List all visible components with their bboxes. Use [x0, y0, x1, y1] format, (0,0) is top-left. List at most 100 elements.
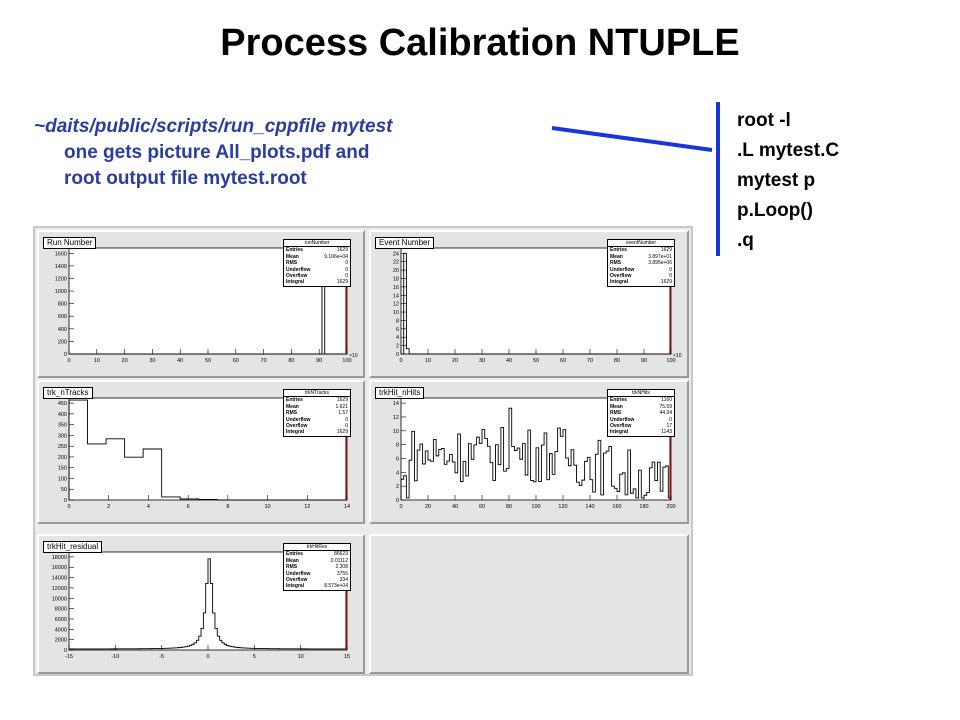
- x-tick-label: -10: [111, 654, 119, 660]
- stats-value: 1143: [661, 429, 672, 436]
- stats-histogram-name: runNumber: [284, 240, 350, 248]
- stats-label: RMS: [610, 260, 622, 267]
- x-tick-label: 30: [149, 358, 155, 364]
- stats-label: Overflow: [610, 423, 632, 430]
- x-tick-label: 10: [298, 654, 304, 660]
- stats-label: Mean: [286, 557, 299, 564]
- arrow-shaft: [551, 126, 713, 152]
- y-tick-label: 1000: [55, 289, 67, 295]
- y-tick-label: 22: [393, 260, 399, 266]
- x-tick-label: -15: [65, 654, 73, 660]
- stats-value: 75.59: [659, 403, 672, 410]
- plot-title: trkHit_residual: [43, 541, 103, 553]
- stats-label: Mean: [286, 253, 299, 260]
- x-tick-label: 60: [479, 504, 485, 510]
- stats-value: 1629: [336, 279, 348, 286]
- stats-label: Overflow: [286, 577, 308, 584]
- stats-row: Overflow 17: [608, 423, 674, 429]
- stats-value: 17: [666, 423, 672, 430]
- stats-label: Mean: [286, 403, 299, 410]
- x-axis-exponent: ×10: [673, 353, 682, 359]
- y-tick-label: 4: [396, 470, 399, 476]
- stats-label: Entries: [286, 397, 303, 404]
- y-tick-label: 20: [393, 268, 399, 274]
- x-tick-label: 0: [67, 358, 70, 364]
- y-tick-label: 300: [58, 433, 67, 439]
- stats-label: Underflow: [286, 570, 311, 577]
- stats-label: Entries: [610, 247, 627, 254]
- y-tick-label: 2: [396, 484, 399, 490]
- x-tick-label: -5: [159, 654, 164, 660]
- x-tick-label: 5: [253, 654, 256, 660]
- stats-value: 0: [345, 260, 348, 267]
- command-description-1: one gets picture All_plots.pdf and: [64, 142, 370, 163]
- stats-histogram-name: trkHitRes: [284, 544, 350, 552]
- y-tick-label: 8000: [55, 607, 67, 613]
- y-tick-label: 4: [396, 335, 399, 341]
- stats-label: Overflow: [610, 273, 632, 280]
- stats-label: RMS: [610, 410, 622, 417]
- y-tick-label: 350: [58, 423, 67, 429]
- x-tick-label: 100: [342, 358, 351, 364]
- y-tick-label: 400: [58, 327, 67, 333]
- y-tick-label: 1400: [55, 264, 67, 270]
- y-tick-label: 0: [64, 648, 67, 654]
- stats-value: 86623: [334, 551, 348, 558]
- x-tick-label: 80: [506, 504, 512, 510]
- command-description-2: root output file mytest.root: [64, 168, 307, 189]
- stats-label: RMS: [286, 260, 298, 267]
- root-cmd-4: p.Loop(): [737, 200, 813, 221]
- y-tick-label: 0: [64, 498, 67, 504]
- x-tick-label: 40: [506, 358, 512, 364]
- histogram-line: [401, 252, 671, 355]
- y-tick-label: 6: [396, 456, 399, 462]
- root-cmd-3: mytest p: [737, 170, 816, 191]
- x-tick-label: 6: [187, 504, 190, 510]
- y-tick-label: 4000: [55, 627, 67, 633]
- x-tick-label: 10: [265, 504, 271, 510]
- stats-value: 0: [669, 416, 672, 423]
- x-tick-label: 120: [558, 504, 567, 510]
- x-tick-label: 20: [452, 358, 458, 364]
- stats-value: 1629: [660, 247, 672, 254]
- y-tick-label: 250: [58, 444, 67, 450]
- stats-value: 0: [345, 416, 348, 423]
- x-tick-label: 8: [226, 504, 229, 510]
- stats-row: Underflow 3755: [284, 571, 350, 577]
- x-tick-label: 0: [399, 504, 402, 510]
- x-tick-label: 20: [122, 358, 128, 364]
- stats-label: Integral: [610, 429, 629, 436]
- x-tick-label: 180: [639, 504, 648, 510]
- stats-value: 3.895e+06: [648, 260, 672, 267]
- y-tick-label: 600: [58, 314, 67, 320]
- stats-value: 1629: [660, 279, 672, 286]
- x-tick-label: 160: [612, 504, 621, 510]
- x-tick-label: 90: [316, 358, 322, 364]
- stats-label: RMS: [286, 410, 298, 417]
- plot-pad-empty[interactable]: [369, 534, 689, 674]
- command-line: ~daits/public/scripts/run_cppfile mytest: [34, 116, 393, 137]
- stats-value: 3755: [336, 570, 348, 577]
- x-tick-label: 70: [261, 358, 267, 364]
- stats-label: Integral: [610, 279, 629, 286]
